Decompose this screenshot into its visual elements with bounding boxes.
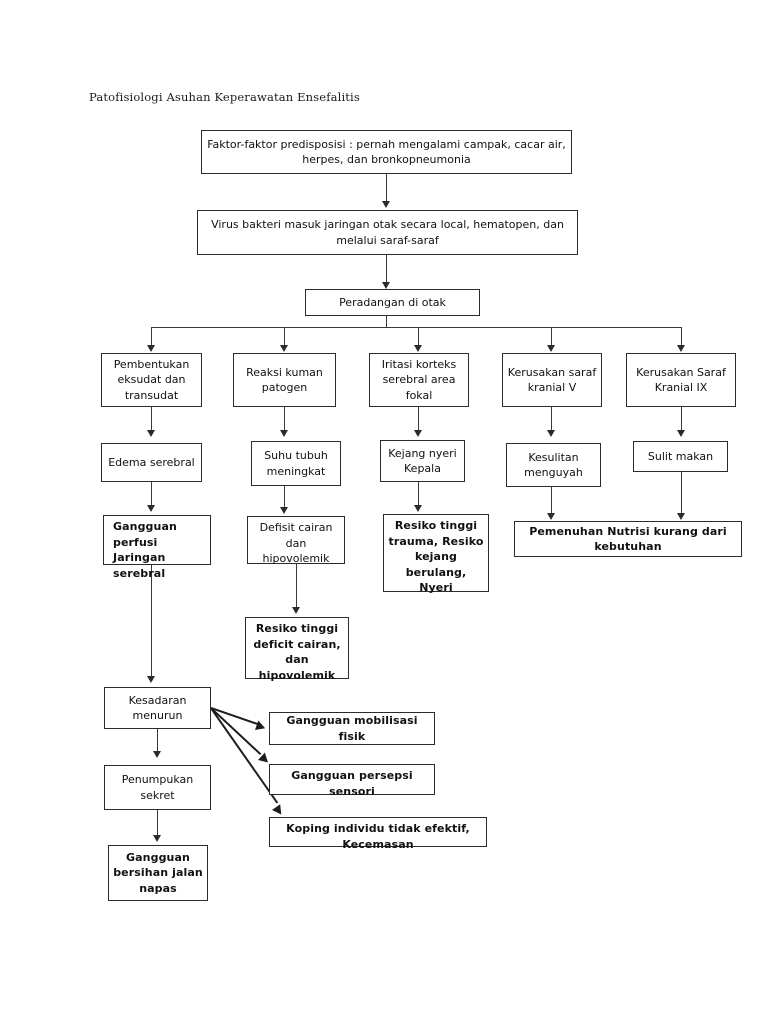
node-kesadaran-label: Kesadaran menurun bbox=[128, 693, 187, 723]
connector-defisit-to-resiko-deficit bbox=[296, 564, 298, 611]
node-resiko-deficit: Resiko tinggi deficit cairan, dan hipovo… bbox=[245, 617, 349, 682]
node-suhu-label: Suhu tubuh meningkat bbox=[264, 449, 328, 478]
node-kranial-v: Kerusakan saraf kranial V bbox=[502, 353, 602, 407]
arrowhead-nutrisi-right bbox=[677, 513, 685, 520]
arrowhead-virus bbox=[382, 201, 390, 208]
arrowhead-penumpukan bbox=[153, 751, 161, 758]
node-nutrisi: Pemenuhan Nutrisi kurang dari kebutuhan bbox=[514, 521, 742, 557]
bus-drop-eksudat bbox=[151, 327, 153, 349]
node-kranial-v-label: Kerusakan saraf kranial V bbox=[507, 365, 597, 395]
arrowhead-peradangan bbox=[382, 282, 390, 289]
distribution-bus bbox=[151, 327, 682, 329]
connector-mengunyah-to-nutrisi bbox=[551, 487, 553, 516]
node-persepsi: Gangguan persepsi sensori bbox=[269, 764, 435, 798]
node-koping-label: Koping individu tidak efektif, Kecemasan bbox=[286, 822, 470, 851]
arrowhead-sulit-makan bbox=[677, 430, 685, 437]
arrowhead-kranial-v bbox=[547, 345, 555, 352]
node-virus-label: Virus bakteri masuk jaringan otak secara… bbox=[211, 218, 564, 247]
node-sulit-makan-label: Sulit makan bbox=[647, 449, 714, 463]
connector-suhu-to-defisit bbox=[284, 486, 286, 511]
node-suhu: Suhu tubuh meningkat bbox=[251, 441, 341, 486]
arrowhead-defisit-cairan bbox=[280, 507, 288, 514]
connector-kejang-to-resiko-trauma bbox=[418, 482, 420, 509]
connector-reaksi-to-suhu bbox=[284, 407, 286, 434]
arrowhead-perfusi bbox=[147, 505, 155, 512]
node-mobilisasi: Gangguan mobilisasi fisik bbox=[269, 712, 435, 745]
node-kranial-ix: Kerusakan Saraf Kranial IX bbox=[626, 353, 736, 407]
node-perfusi: Gangguan perfusi Jaringan serebral bbox=[103, 515, 211, 580]
node-iritasi-label: Iritasi korteks serebral area fokal bbox=[381, 357, 457, 402]
arrowhead-resiko-trauma bbox=[414, 505, 422, 512]
node-perfusi-label: Gangguan perfusi Jaringan serebral bbox=[113, 520, 177, 580]
connector-eksudat-to-edema bbox=[151, 407, 153, 434]
node-edema-label: Edema serebral bbox=[108, 455, 195, 469]
connector-perfusi-to-kesadaran bbox=[151, 565, 153, 680]
node-penumpukan-label: Penumpukan sekret bbox=[121, 773, 194, 802]
page-title: Patofisiologi Asuhan Keperawatan Ensefal… bbox=[89, 90, 360, 104]
connector-penumpukan-to-bersihan bbox=[157, 810, 159, 839]
connector-predisposisi-to-virus bbox=[386, 174, 388, 205]
arrowhead-iritasi bbox=[414, 345, 422, 352]
node-peradangan: Peradangan di otak bbox=[305, 289, 480, 316]
arrowhead-bersihan bbox=[153, 835, 161, 842]
node-defisit-cairan-label: Defisit cairan dan hipovolemik bbox=[259, 521, 333, 565]
node-iritasi: Iritasi korteks serebral area fokal bbox=[369, 353, 469, 407]
arrowhead-suhu bbox=[280, 430, 288, 437]
node-resiko-trauma: Resiko tinggi trauma, Resiko kejang beru… bbox=[383, 514, 489, 594]
arrowhead-resiko-deficit bbox=[292, 607, 300, 614]
connector-kesadaran-to-persepsi bbox=[210, 707, 262, 755]
node-peradangan-label: Peradangan di otak bbox=[339, 295, 446, 309]
node-bersihan-label: Gangguan bersihan jalan napas bbox=[113, 850, 203, 895]
connector-edema-to-perfusi bbox=[151, 482, 153, 509]
node-sulit-makan: Sulit makan bbox=[633, 441, 728, 472]
node-mobilisasi-label: Gangguan mobilisasi fisik bbox=[286, 714, 418, 743]
node-penumpukan: Penumpukan sekret bbox=[104, 765, 211, 810]
node-resiko-trauma-label: Resiko tinggi trauma, Resiko kejang beru… bbox=[388, 519, 484, 594]
node-reaksi: Reaksi kuman patogen bbox=[233, 353, 336, 407]
bus-drop-iritasi bbox=[418, 327, 420, 349]
connector-kesadaran-to-penumpukan bbox=[157, 729, 159, 755]
node-persepsi-label: Gangguan persepsi sensori bbox=[291, 769, 413, 798]
node-kejang-label: Kejang nyeri Kepala bbox=[388, 446, 457, 476]
arrowhead-mengunyah bbox=[547, 430, 555, 437]
arrowhead-nutrisi-left bbox=[547, 513, 555, 520]
arrowhead-edema bbox=[147, 430, 155, 437]
bus-drop-kranial-v bbox=[551, 327, 553, 349]
connector-virus-to-peradangan bbox=[386, 255, 388, 286]
node-eksudat-label: Pembentukan eksudat dan transudat bbox=[113, 357, 190, 402]
node-nutrisi-label: Pemenuhan Nutrisi kurang dari kebutuhan bbox=[529, 524, 727, 554]
arrowhead-kranial-ix bbox=[677, 345, 685, 352]
connector-kranial-ix-to-sulit-makan bbox=[681, 407, 683, 434]
connector-peradangan-to-bus bbox=[386, 316, 388, 328]
arrowhead-eksudat bbox=[147, 345, 155, 352]
connector-iritasi-to-kejang bbox=[418, 407, 420, 434]
arrowhead-reaksi bbox=[280, 345, 288, 352]
node-eksudat: Pembentukan eksudat dan transudat bbox=[101, 353, 202, 407]
node-predisposisi-label: Faktor-faktor predisposisi : pernah meng… bbox=[207, 137, 566, 167]
node-mengunyah-label: Kesulitan menguyah bbox=[524, 450, 583, 480]
node-defisit-cairan: Defisit cairan dan hipovolemik bbox=[247, 516, 345, 565]
node-virus: Virus bakteri masuk jaringan otak secara… bbox=[197, 210, 578, 255]
node-predisposisi: Faktor-faktor predisposisi : pernah meng… bbox=[201, 130, 572, 174]
arrowhead-kesadaran bbox=[147, 676, 155, 683]
arrowhead-kejang bbox=[414, 430, 422, 437]
node-kejang: Kejang nyeri Kepala bbox=[380, 440, 465, 482]
node-kranial-ix-label: Kerusakan Saraf Kranial IX bbox=[636, 365, 726, 395]
node-reaksi-label: Reaksi kuman patogen bbox=[246, 365, 323, 395]
node-resiko-deficit-label: Resiko tinggi deficit cairan, dan hipovo… bbox=[253, 622, 341, 682]
arrowhead-mobilisasi bbox=[255, 720, 267, 733]
node-edema: Edema serebral bbox=[101, 443, 202, 482]
node-kesadaran: Kesadaran menurun bbox=[104, 687, 211, 729]
bus-drop-reaksi bbox=[284, 327, 286, 349]
node-koping: Koping individu tidak efektif, Kecemasan bbox=[269, 817, 487, 851]
arrowhead-koping bbox=[272, 804, 286, 818]
node-bersihan: Gangguan bersihan jalan napas bbox=[108, 845, 208, 901]
connector-kranial-v-to-mengunyah bbox=[551, 407, 553, 434]
node-mengunyah: Kesulitan menguyah bbox=[506, 443, 601, 487]
bus-drop-kranial-ix bbox=[681, 327, 683, 349]
connector-sulit-makan-to-nutrisi bbox=[681, 472, 683, 516]
